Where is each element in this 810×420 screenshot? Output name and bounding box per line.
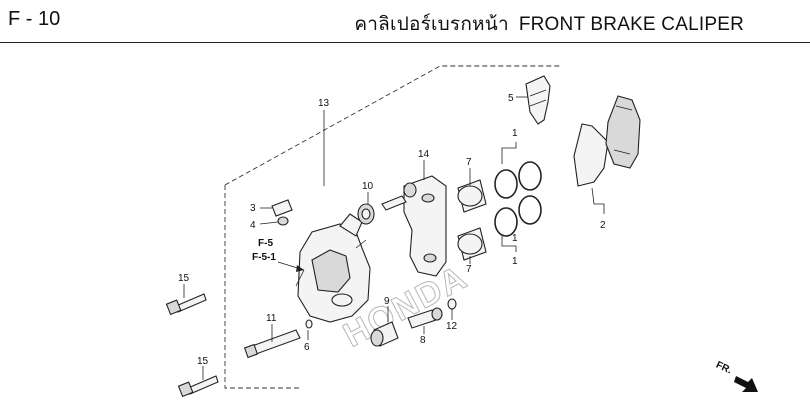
page-header: F - 10 คาลิเปอร์เบรกหน้า FRONT BRAKE CALI… [0,0,810,44]
title-thai: คาลิเปอร์เบรกหน้า [354,14,509,35]
seal-upper-b [518,161,542,191]
callout-14: 14 [418,149,430,160]
title-english: FRONT BRAKE CALIPER [518,14,744,35]
callout-6: 6 [304,342,310,353]
callout-1-bottom: 1 [512,256,518,267]
assembly-boundary [224,65,560,186]
callout-15-lower: 15 [197,356,209,367]
page-code: F - 10 [8,8,61,30]
section-ref-f5: F-5 [258,238,273,249]
callout-1-middle: 1 [512,233,518,244]
mounting-bolt-upper [165,293,207,316]
mounting-bolt-lower [177,375,219,398]
bracket-2 [591,187,605,214]
direction-arrow [734,376,758,392]
callout-15-upper: 15 [178,273,190,284]
callout-10: 10 [362,181,374,192]
pin-sleeve [370,321,399,347]
seal-lower-b [518,195,542,225]
callout-13: 13 [318,98,330,109]
seal-upper-a [494,169,518,199]
direction-label: FR. [714,360,733,377]
bleeder-valve [271,199,293,226]
bracket-1-lower [501,236,517,252]
callout-8: 8 [420,335,426,346]
pad-spring [525,75,551,125]
callout-1-top: 1 [512,128,518,139]
callout-9: 9 [384,296,390,307]
caliper-bracket [403,175,447,277]
pin-boot [357,203,375,225]
page-title: คาลิเปอร์เบรกหน้า FRONT BRAKE CALIPER [354,9,744,39]
callout-7-lower: 7 [466,264,472,275]
pad-pin [407,307,443,329]
bracket-1-upper [501,142,517,164]
callout-3: 3 [250,203,256,214]
piston-upper [457,179,487,213]
piston-lower [457,227,487,261]
caliper-body [295,213,371,323]
section-ref-f5-1: F-5-1 [252,252,276,263]
seal-lower-a [494,207,518,237]
front-direction-indicator: FR. [714,360,758,392]
slide-pin-upper [381,182,417,211]
brake-pad-rear [573,123,609,187]
callout-5: 5 [508,93,514,104]
reference-arrow-head [296,265,304,272]
brake-pad-front [605,95,641,169]
callout-11: 11 [266,313,277,324]
callout-4: 4 [250,220,256,231]
pad-pin-plug [447,298,457,310]
pin-bolt [243,329,301,359]
washer [305,319,313,329]
header-rule [0,42,810,43]
callout-2: 2 [600,220,606,231]
callout-12: 12 [446,321,458,332]
leader-4 [259,221,279,225]
assembly-boundary-side [224,185,300,389]
callout-7-upper: 7 [466,157,472,168]
